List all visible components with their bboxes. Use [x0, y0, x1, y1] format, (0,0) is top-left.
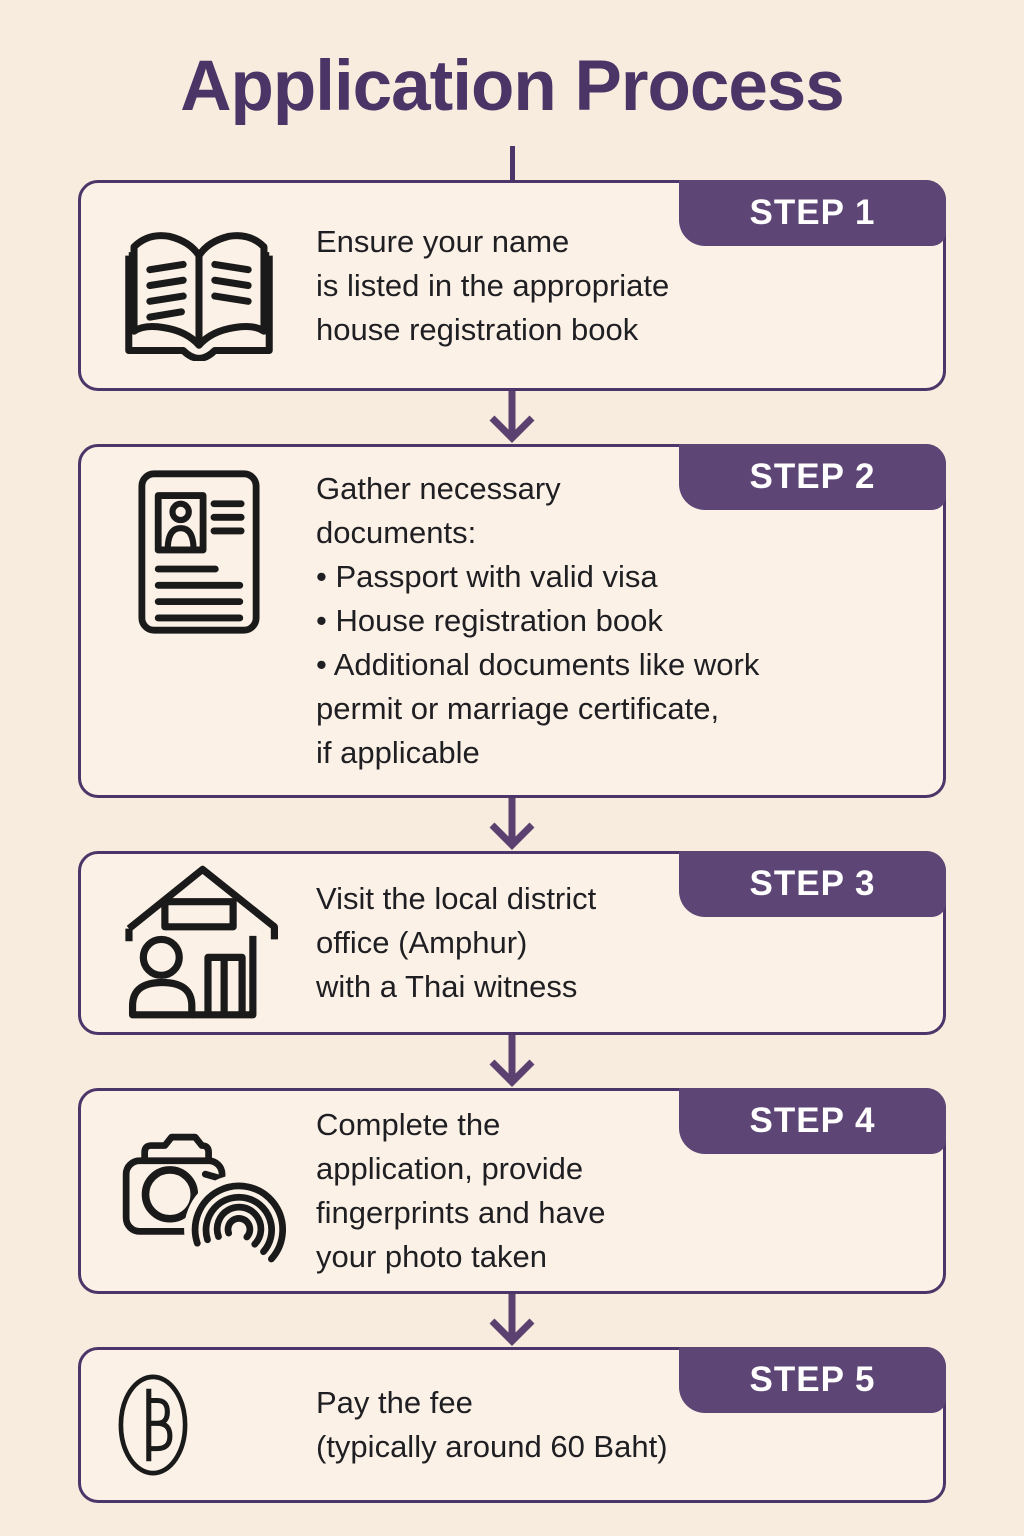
step-icon-box: [81, 1364, 316, 1486]
down-arrow-3: [78, 1035, 946, 1088]
step-text-line: Ensure your name: [316, 223, 570, 259]
step-badge: STEP 1: [679, 180, 946, 246]
step-badge: STEP 4: [679, 1088, 946, 1154]
step-text-line: Complete the: [316, 1107, 501, 1142]
step-card-2: STEP 2 Gather necessary documents: • Pas…: [78, 444, 946, 798]
step-text-line: Gather necessary: [316, 471, 561, 506]
process-flow: STEP 1 Ensure your name is listed in the…: [78, 180, 946, 1503]
open-book-icon: [124, 232, 273, 361]
district-office-icon: [124, 865, 278, 1019]
step-icon-box: [81, 210, 316, 361]
down-arrow-1: [78, 391, 946, 444]
step-text-line: if applicable: [316, 735, 480, 770]
step-card-3: STEP 3 Visit the local district office (…: [78, 851, 946, 1035]
step-text-line: • House registration book: [316, 603, 663, 638]
page-title: Application Process: [180, 47, 845, 126]
step-text: Pay the fee (typically around 60 Baht): [316, 1381, 668, 1469]
title-connector-line: [509, 146, 515, 180]
step-text-line: fingerprints and have: [316, 1195, 606, 1230]
baht-coin-icon: [118, 1374, 187, 1476]
step-text: Complete the application, provide finger…: [316, 1103, 606, 1279]
step-text-line: your photo taken: [316, 1239, 547, 1274]
step-text-line: office (Amphur): [316, 925, 528, 960]
step-badge: STEP 5: [679, 1347, 946, 1413]
step-text-line: house registration book: [316, 311, 639, 347]
step-badge: STEP 2: [679, 444, 946, 510]
step-icon-box: [81, 467, 316, 637]
step-text-line: documents:: [316, 515, 477, 550]
step-text-line: • Passport with valid visa: [316, 559, 658, 594]
step-card-1: STEP 1 Ensure your name is listed in the…: [78, 180, 946, 391]
step-text-line: with a Thai witness: [316, 969, 578, 1004]
step-icon-box: [81, 1105, 316, 1277]
step-badge: STEP 3: [679, 851, 946, 917]
step-card-5: STEP 5 Pay the fee (typically around 60 …: [78, 1347, 946, 1503]
step-text-line: (typically around 60 Baht): [316, 1429, 668, 1464]
step-text-line: Visit the local district: [316, 881, 597, 916]
down-arrow-4: [78, 1294, 946, 1347]
step-text-line: permit or marriage certificate,: [316, 691, 720, 726]
step-icon-box: [81, 864, 316, 1022]
down-arrow-2: [78, 798, 946, 851]
step-text-line: Pay the fee: [316, 1385, 473, 1420]
step-card-4: STEP 4 Complete the: [78, 1088, 946, 1294]
step-text: Ensure your name is listed in the approp…: [316, 220, 669, 352]
step-text: Gather necessary documents: • Passport w…: [316, 467, 759, 775]
step-text: Visit the local district office (Amphur)…: [316, 877, 596, 1009]
step-text-line: is listed in the appropriate: [316, 267, 670, 303]
id-document-icon: [137, 470, 260, 634]
step-text-line: • Additional documents like work: [316, 647, 760, 682]
step-text-line: application, provide: [316, 1151, 584, 1186]
camera-fingerprint-icon: [122, 1133, 286, 1270]
